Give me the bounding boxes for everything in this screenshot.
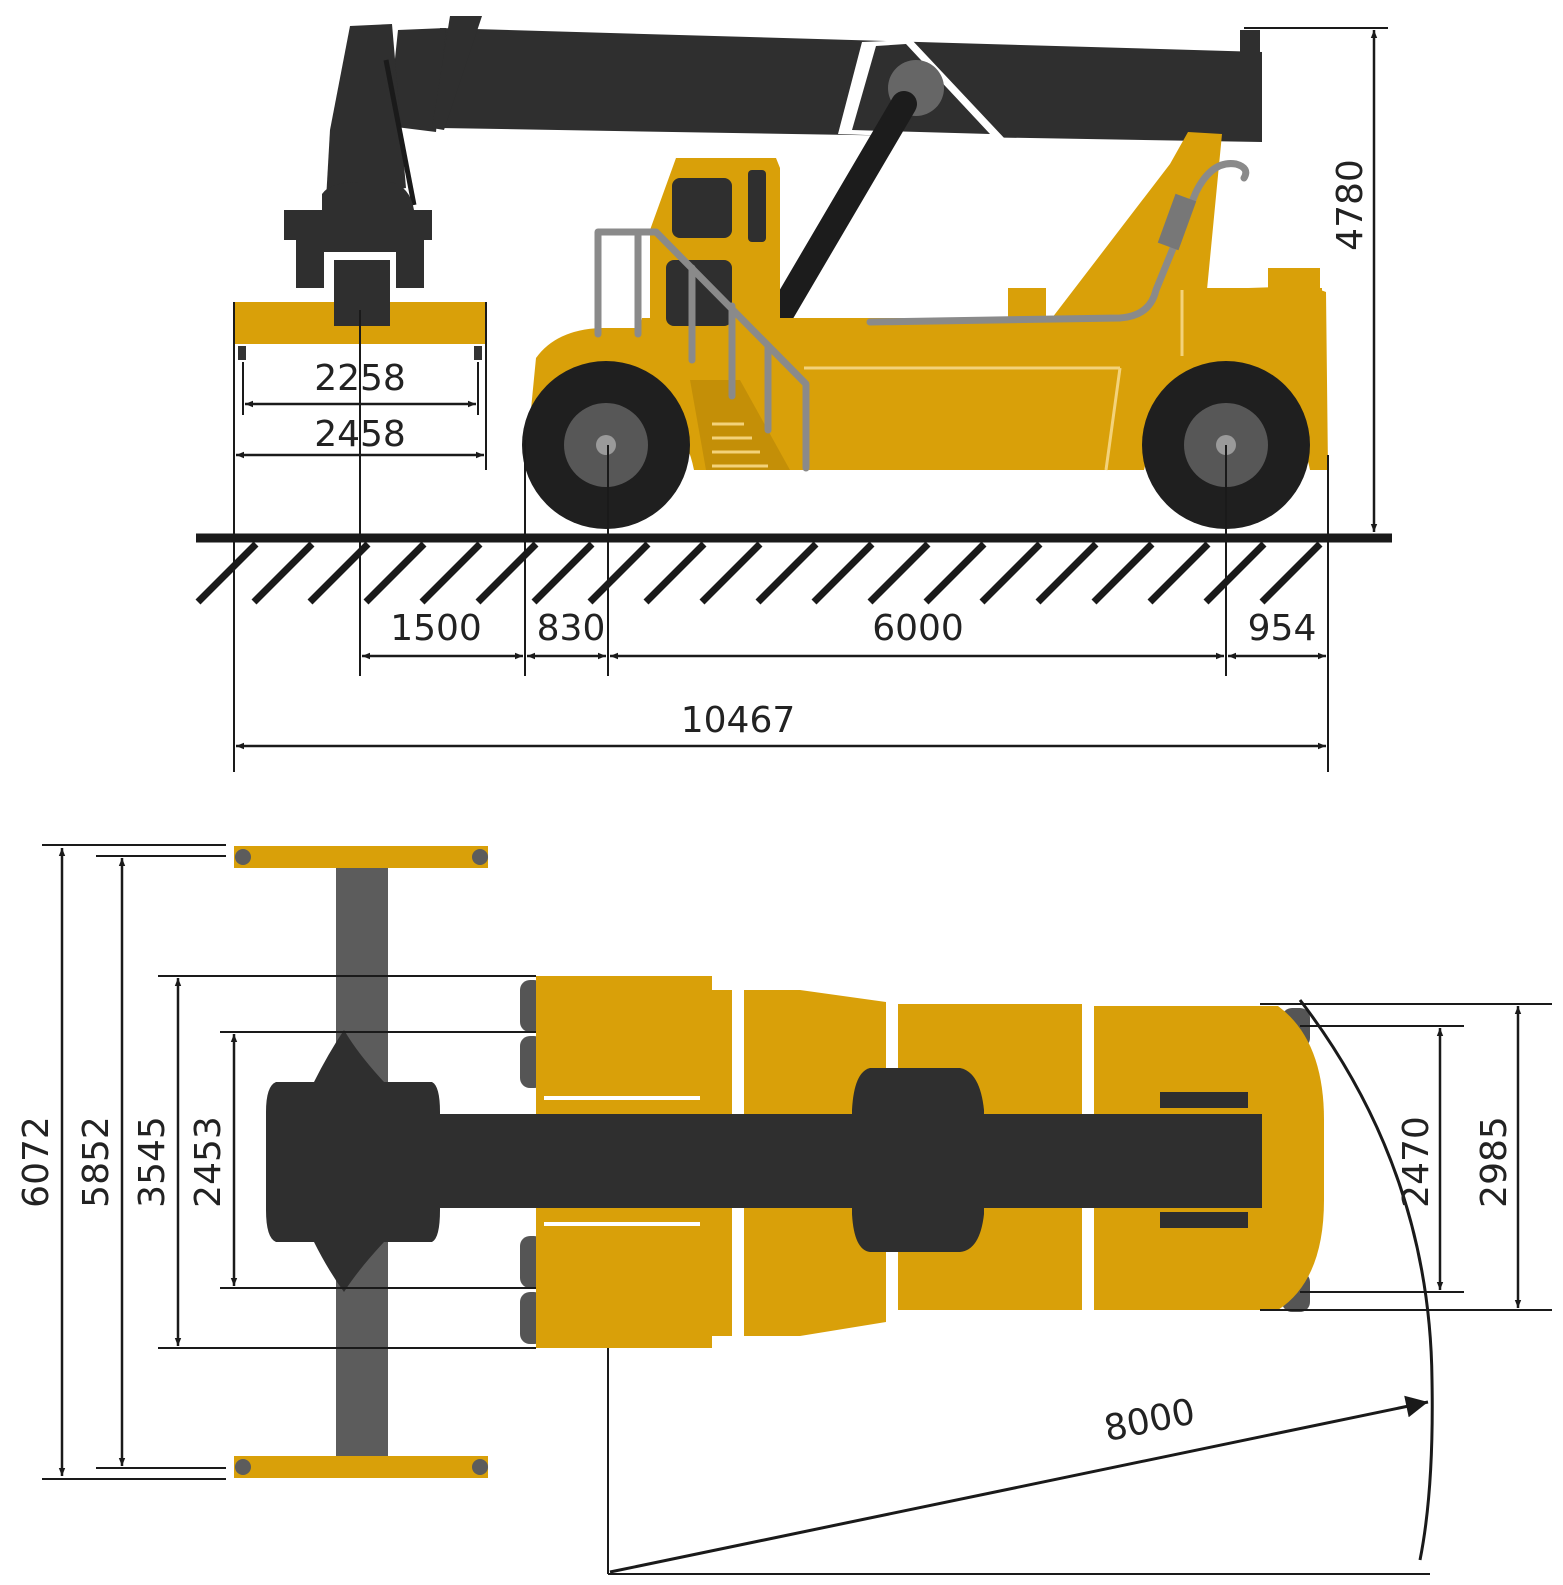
dim-label-5852: 5852: [76, 1116, 117, 1208]
dim-label-954: 954: [1248, 608, 1317, 649]
dim-954: 954: [1228, 608, 1326, 660]
hatch-stroke: [979, 541, 1043, 605]
hatch-stroke: [195, 541, 259, 605]
ground-hatching: [195, 541, 1323, 605]
rotator-head: [284, 182, 432, 326]
dim-label-2453: 2453: [188, 1116, 229, 1208]
dim-label-830: 830: [537, 608, 606, 649]
hatch-stroke: [251, 541, 315, 605]
hatch-stroke: [419, 541, 483, 605]
dim-label-8000: 8000: [1101, 1391, 1199, 1450]
dim-label-2458: 2458: [314, 414, 406, 455]
hatch-stroke: [1147, 541, 1211, 605]
hatch-stroke: [587, 541, 651, 605]
hatch-stroke: [1091, 541, 1155, 605]
hatch-stroke: [811, 541, 875, 605]
dim-label-6000: 6000: [872, 608, 964, 649]
dim-label-2258: 2258: [314, 358, 406, 399]
dim-overall-length: 10467: [236, 700, 1326, 750]
hatch-stroke: [923, 541, 987, 605]
boom: [326, 16, 1262, 206]
top-extension-lines: [42, 844, 1552, 1575]
dim-label-1500: 1500: [390, 608, 482, 649]
dim-label-6072: 6072: [16, 1116, 57, 1208]
dim-6072: 6072: [16, 848, 66, 1476]
hatch-stroke: [867, 541, 931, 605]
dim-label-3545: 3545: [132, 1116, 173, 1208]
dim-2453: 2453: [188, 1034, 238, 1286]
dim-label-2985: 2985: [1474, 1116, 1515, 1208]
hatch-stroke: [363, 541, 427, 605]
hatch-stroke: [755, 541, 819, 605]
top-view: 8000 6072 5852 3545 2453 2470 2985: [16, 844, 1552, 1575]
dim-1500: 1500: [362, 608, 523, 660]
front-wheel: [522, 361, 690, 529]
dim-label-4780: 4780: [1330, 159, 1371, 251]
dim-spreader-outer: 2458: [236, 414, 484, 459]
dim-2985: 2985: [1474, 1006, 1522, 1308]
side-extension-lines: [233, 27, 1388, 772]
hatch-stroke: [643, 541, 707, 605]
hatch-stroke: [1035, 541, 1099, 605]
hatch-stroke: [475, 541, 539, 605]
boom-top: [266, 1030, 1262, 1292]
dim-overall-height: 4780: [1330, 30, 1378, 532]
dim-5852: 5852: [76, 858, 126, 1466]
dim-label-10467: 10467: [681, 700, 796, 741]
side-view: 2258 2458 1500 830 6000 954 10467 4780: [195, 16, 1392, 772]
hatch-stroke: [1259, 541, 1323, 605]
dim-3545: 3545: [132, 978, 182, 1346]
operator-cab: [650, 158, 780, 340]
dim-2470: 2470: [1396, 1028, 1444, 1290]
hatch-stroke: [307, 541, 371, 605]
dim-spreader-inner: 2258: [245, 358, 476, 408]
access-ladder: [594, 228, 810, 472]
dim-6000: 6000: [610, 608, 1224, 660]
hatch-stroke: [531, 541, 595, 605]
exhaust-pipe: [866, 160, 1250, 326]
hatch-stroke: [1203, 541, 1267, 605]
ground: [195, 533, 1392, 605]
lift-cylinder: [743, 91, 917, 369]
dim-label-2470: 2470: [1396, 1116, 1437, 1208]
dim-830: 830: [527, 608, 606, 660]
hatch-stroke: [699, 541, 763, 605]
